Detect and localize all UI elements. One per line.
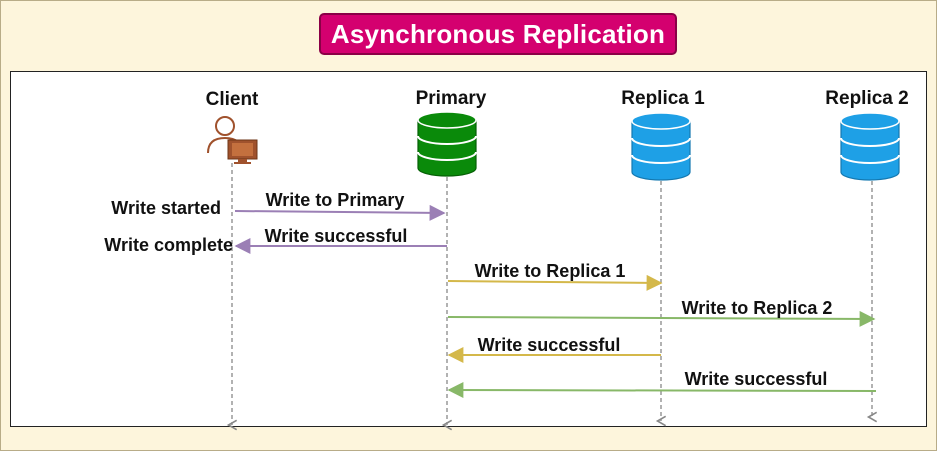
participant-label-primary: Primary	[416, 88, 487, 109]
participant-label-client: Client	[206, 89, 259, 110]
side-label-write-complete: Write complete	[104, 235, 233, 255]
database-icon	[840, 112, 900, 181]
message-arrow-write-successful-replica2	[447, 382, 877, 399]
message-label-write-to-replica1: Write to Replica 1	[475, 261, 626, 281]
database-icon	[417, 111, 477, 177]
message-label-write-successful-client: Write successful	[265, 226, 408, 246]
participant-label-replica1: Replica 1	[621, 88, 705, 109]
message-label-write-to-replica2: Write to Replica 2	[682, 298, 833, 318]
diagram-title: Asynchronous Replication	[319, 13, 677, 55]
message-arrow-write-to-primary	[234, 204, 446, 221]
message-label-write-successful-replica2: Write successful	[685, 369, 828, 389]
message-arrow-write-to-replica2	[447, 310, 876, 327]
database-icon	[631, 112, 691, 181]
message-arrow-write-to-replica1	[447, 274, 663, 291]
message-label-write-to-primary: Write to Primary	[266, 190, 405, 210]
participant-label-replica2: Replica 2	[825, 88, 908, 109]
user-computer-icon	[207, 116, 258, 164]
message-label-write-successful-replica1: Write successful	[478, 335, 621, 355]
side-label-write-started: Write started	[111, 198, 221, 218]
